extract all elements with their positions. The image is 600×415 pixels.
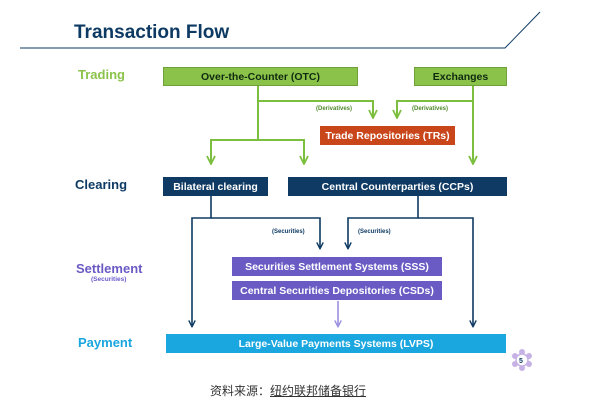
edge-label-derivatives-left: (Derivatives) — [316, 106, 353, 112]
edge-label-securities-left: (Securities) — [272, 229, 305, 235]
row-label-settlement: Settlement — [76, 261, 143, 276]
page-title: Transaction Flow — [74, 22, 230, 43]
gear-logo-icon — [512, 349, 532, 371]
box-exchanges: Exchanges — [414, 67, 507, 86]
page-number: 5 — [519, 358, 523, 365]
source-caption-link[interactable]: 纽约联邦储备银行 — [270, 384, 367, 398]
row-label-clearing: Clearing — [75, 177, 128, 192]
box-otc: Over-the-Counter (OTC) — [163, 67, 358, 86]
box-sss: Securities Settlement Systems (SSS) — [232, 257, 442, 276]
navy-connectors — [192, 196, 473, 326]
edge-label-derivatives-right: (Derivatives) — [412, 106, 449, 112]
box-csds: Central Securities Depositories (CSDs) — [232, 281, 442, 300]
edge-label-securities-right: (Securities) — [358, 229, 391, 235]
box-bilateral-clearing: Bilateral clearing — [163, 177, 268, 196]
source-caption-prefix: 资料来源： — [210, 384, 271, 398]
row-label-payment: Payment — [78, 335, 133, 350]
box-trade-repositories: Trade Repositories (TRs) — [320, 126, 455, 145]
box-ccps: Central Counterparties (CCPs) — [288, 177, 507, 196]
row-sublabel-securities: (Securities) — [91, 276, 127, 283]
source-caption: 资料来源：纽约联邦储备银行 — [210, 382, 366, 399]
green-connectors — [211, 86, 473, 163]
title-rule — [20, 11, 541, 49]
box-lvps: Large-Value Payments Systems (LVPS) — [166, 334, 506, 353]
row-label-trading: Trading — [78, 67, 125, 82]
